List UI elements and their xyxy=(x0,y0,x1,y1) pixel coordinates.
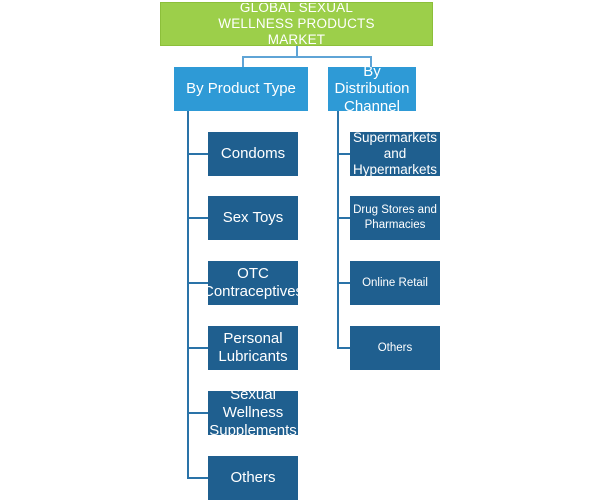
distribution-supermarkets-hypermarkets: Supermarkets and Hypermarkets xyxy=(350,132,440,176)
distribution-drug-stores-pharmacies: Drug Stores and Pharmacies xyxy=(350,196,440,240)
distribution-online-retail: Online Retail xyxy=(350,261,440,305)
distribution-drug-stores-pharmacies-label: Drug Stores and Pharmacies xyxy=(353,204,437,231)
category-product-type-label: By Product Type xyxy=(186,80,296,98)
distribution-tick-3 xyxy=(337,282,350,284)
product-tick-1 xyxy=(187,153,208,155)
category-distribution-channel-label: By Distribution Channel xyxy=(334,67,410,111)
product-sex-toys-label: Sex Toys xyxy=(222,209,284,227)
product-otc-contraceptives: OTC Contraceptives xyxy=(208,261,298,305)
product-tick-3 xyxy=(187,282,208,284)
product-tick-5 xyxy=(187,412,208,414)
branch-drop-distribution xyxy=(370,56,372,68)
distribution-online-retail-label: Online Retail xyxy=(362,276,428,289)
product-otc-contraceptives-label: OTC Contraceptives xyxy=(208,265,298,300)
root-connector xyxy=(296,46,298,57)
product-personal-lubricants: Personal Lubricants xyxy=(208,326,298,370)
category-distribution-channel: By Distribution Channel xyxy=(328,67,416,111)
product-sex-toys: Sex Toys xyxy=(208,196,298,240)
product-tick-6 xyxy=(187,477,208,479)
product-sexual-wellness-supplements-label: Sexual Wellness Supplements xyxy=(209,391,297,435)
product-condoms-label: Condoms xyxy=(220,145,286,163)
root-node: GLOBAL SEXUAL WELLNESS PRODUCTS MARKET xyxy=(160,2,433,46)
product-tick-4 xyxy=(187,347,208,349)
distribution-spine xyxy=(337,111,339,349)
distribution-supermarkets-hypermarkets-label: Supermarkets and Hypermarkets xyxy=(352,132,438,176)
branch-bar xyxy=(242,56,372,58)
distribution-others-label: Others xyxy=(377,341,413,354)
product-others-label: Others xyxy=(230,469,276,487)
root-title: GLOBAL SEXUAL WELLNESS PRODUCTS MARKET xyxy=(218,2,375,46)
product-condoms: Condoms xyxy=(208,132,298,176)
product-spine xyxy=(187,111,189,478)
product-personal-lubricants-label: Personal Lubricants xyxy=(218,330,288,365)
distribution-tick-1 xyxy=(337,153,350,155)
product-sexual-wellness-supplements: Sexual Wellness Supplements xyxy=(208,391,298,435)
product-others: Others xyxy=(208,456,298,500)
branch-drop-product xyxy=(242,56,244,68)
category-product-type: By Product Type xyxy=(174,67,308,111)
product-tick-2 xyxy=(187,217,208,219)
distribution-tick-4 xyxy=(337,347,350,349)
distribution-tick-2 xyxy=(337,217,350,219)
distribution-others: Others xyxy=(350,326,440,370)
